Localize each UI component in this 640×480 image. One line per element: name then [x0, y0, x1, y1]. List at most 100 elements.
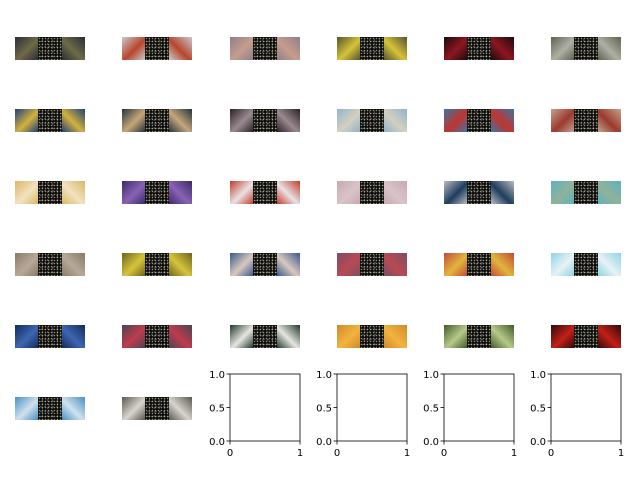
original-image-panel [230, 325, 254, 348]
reconstructed-image-panel [490, 109, 514, 132]
reconstructed-image-panel [168, 181, 192, 204]
reconstructed-image-panel [61, 37, 85, 60]
noisy-image-panel [38, 253, 62, 276]
y-tick-label: 1.0 [316, 370, 332, 381]
reconstructed-image-panel [383, 37, 407, 60]
image-thumbnail [444, 109, 514, 132]
original-image-panel [15, 181, 39, 204]
original-image-panel [337, 325, 361, 348]
image-thumbnail [15, 181, 85, 204]
original-image-panel [444, 109, 468, 132]
original-image-panel [551, 109, 575, 132]
original-image-panel [337, 181, 361, 204]
y-tick-label: 1.0 [423, 370, 439, 381]
original-image-panel [15, 109, 39, 132]
noisy-image-panel [360, 37, 384, 60]
noisy-image-panel [360, 253, 384, 276]
y-tick-label: 0.5 [423, 404, 439, 415]
image-thumbnail [551, 325, 621, 348]
image-thumbnail [551, 181, 621, 204]
reconstructed-image-panel [490, 37, 514, 60]
noisy-image-panel [145, 253, 169, 276]
noisy-image-panel [38, 325, 62, 348]
reconstructed-image-panel [168, 325, 192, 348]
noisy-image-panel [253, 325, 277, 348]
original-image-panel [122, 37, 146, 60]
original-image-panel [444, 181, 468, 204]
y-tick-label: 1.0 [530, 370, 546, 381]
noisy-image-panel [360, 325, 384, 348]
image-thumbnail [337, 181, 407, 204]
noisy-image-panel [467, 109, 491, 132]
image-thumbnail [551, 109, 621, 132]
reconstructed-image-panel [61, 397, 85, 420]
x-tick-label: 0 [548, 448, 554, 459]
image-thumbnail [230, 325, 300, 348]
y-tick-label: 0.0 [530, 437, 546, 448]
original-image-panel [15, 253, 39, 276]
original-image-panel [337, 109, 361, 132]
image-thumbnail [230, 109, 300, 132]
image-thumbnail [444, 37, 514, 60]
noisy-image-panel [145, 397, 169, 420]
reconstructed-image-panel [168, 37, 192, 60]
image-thumbnail [230, 181, 300, 204]
noisy-image-panel [145, 37, 169, 60]
noisy-image-panel [467, 253, 491, 276]
reconstructed-image-panel [383, 253, 407, 276]
reconstructed-image-panel [61, 325, 85, 348]
image-thumbnail [15, 397, 85, 420]
original-image-panel [230, 253, 254, 276]
original-image-panel [15, 37, 39, 60]
empty-axes: 0.0 0.5 1.0 0 1 [316, 370, 410, 459]
reconstructed-image-panel [383, 325, 407, 348]
axes-frame [550, 373, 622, 442]
image-thumbnail [15, 253, 85, 276]
original-image-panel [122, 397, 146, 420]
image-thumbnail [15, 325, 85, 348]
y-tick-label: 0.0 [316, 437, 332, 448]
noisy-image-panel [574, 181, 598, 204]
original-image-panel [444, 325, 468, 348]
original-image-panel [230, 109, 254, 132]
y-tick-label: 0.5 [316, 404, 332, 415]
x-tick-label: 0 [441, 448, 447, 459]
x-tick-label: 0 [334, 448, 340, 459]
noisy-image-panel [574, 109, 598, 132]
x-tick-label: 1 [404, 448, 410, 459]
noisy-image-panel [574, 253, 598, 276]
original-image-panel [122, 181, 146, 204]
reconstructed-image-panel [490, 181, 514, 204]
reconstructed-image-panel [597, 37, 621, 60]
noisy-image-panel [467, 325, 491, 348]
x-tick-label: 1 [618, 448, 624, 459]
original-image-panel [230, 181, 254, 204]
image-thumbnail [337, 325, 407, 348]
y-tick-label: 0.5 [209, 404, 225, 415]
image-thumbnail [551, 253, 621, 276]
noisy-image-panel [38, 109, 62, 132]
axes-frame [443, 373, 515, 442]
noisy-image-panel [145, 181, 169, 204]
reconstructed-image-panel [597, 253, 621, 276]
image-thumbnail [444, 181, 514, 204]
image-thumbnail [230, 253, 300, 276]
reconstructed-image-panel [597, 325, 621, 348]
x-tick-label: 0 [227, 448, 233, 459]
x-tick-label: 1 [297, 448, 303, 459]
reconstructed-image-panel [597, 109, 621, 132]
original-image-panel [230, 37, 254, 60]
original-image-panel [444, 253, 468, 276]
original-image-panel [15, 325, 39, 348]
reconstructed-image-panel [61, 253, 85, 276]
y-tick-label: 0.0 [209, 437, 225, 448]
image-thumbnail [122, 397, 192, 420]
image-thumbnail [122, 325, 192, 348]
noisy-image-panel [574, 37, 598, 60]
noisy-image-panel [467, 37, 491, 60]
reconstructed-image-panel [276, 325, 300, 348]
image-thumbnail [15, 37, 85, 60]
